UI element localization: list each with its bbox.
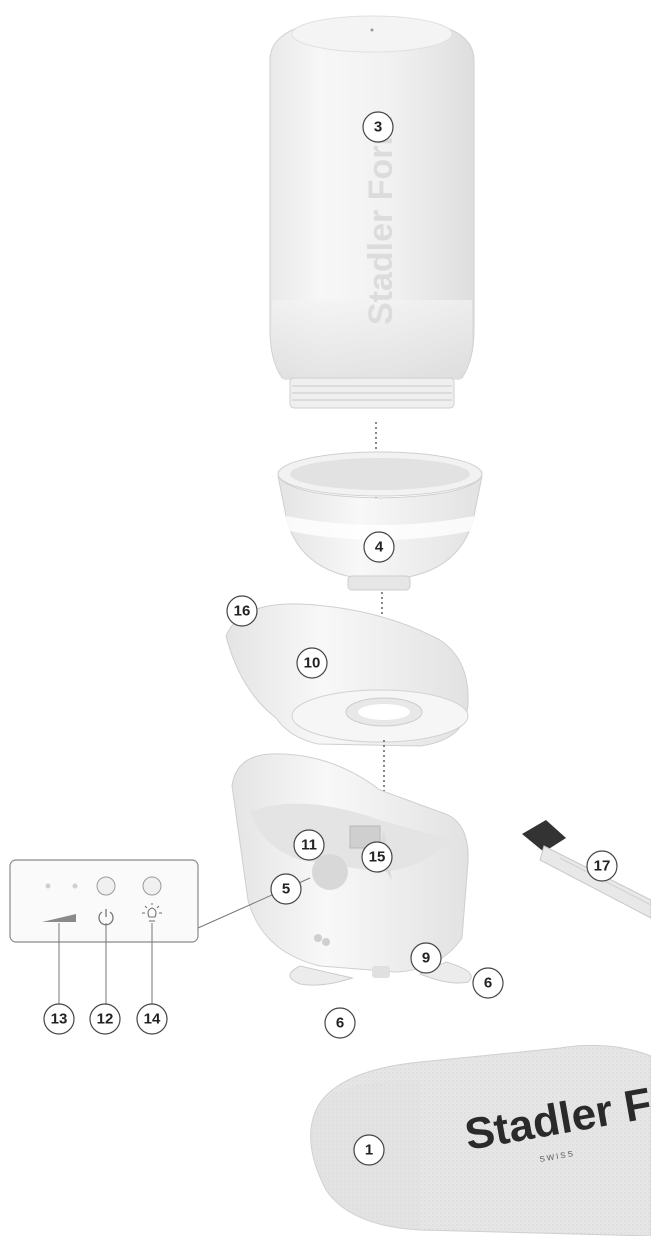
callout-label: 11 — [301, 837, 317, 854]
control-panel-frame — [10, 860, 198, 942]
callout-label: 5 — [282, 881, 290, 898]
cleaning-brush — [522, 820, 651, 918]
callout-15: 15 — [362, 842, 392, 872]
callout-14: 14 — [137, 1004, 167, 1034]
light-button[interactable] — [143, 877, 161, 895]
indicator-led-icon — [73, 884, 78, 889]
callout-label: 4 — [375, 539, 384, 556]
callout-label: 12 — [97, 1011, 114, 1028]
callout-label: 6 — [484, 975, 492, 992]
callout-label: 14 — [144, 1011, 161, 1028]
callout-label: 9 — [422, 950, 430, 967]
callout-9: 9 — [411, 943, 441, 973]
water-tank: Stadler Form — [270, 16, 474, 408]
callout-5: 5 — [271, 874, 301, 904]
mist-cover — [226, 604, 468, 746]
callout-3: 3 — [363, 112, 393, 142]
callout-label: 6 — [336, 1015, 344, 1032]
callout-11: 11 — [294, 830, 324, 860]
callout-16: 16 — [227, 596, 257, 626]
callout-13: 13 — [44, 1004, 74, 1034]
callout-6-right: 6 — [473, 968, 503, 998]
callout-10: 10 — [297, 648, 327, 678]
indicator-led-icon — [46, 884, 51, 889]
power-button[interactable] — [97, 877, 115, 895]
tank-valve-cup — [278, 452, 482, 590]
callout-1: 1 — [354, 1135, 384, 1165]
callout-label: 16 — [234, 603, 251, 620]
callout-label: 3 — [374, 119, 382, 136]
callout-label: 15 — [369, 849, 386, 866]
callout-12: 12 — [90, 1004, 120, 1034]
tank-brand-text: Stadler Form — [362, 115, 400, 325]
callout-label: 13 — [51, 1011, 68, 1028]
callout-6-left: 6 — [325, 1008, 355, 1038]
callout-label: 17 — [594, 858, 611, 875]
callout-17: 17 — [587, 851, 617, 881]
callout-label: 1 — [365, 1142, 373, 1159]
callout-label: 10 — [304, 655, 321, 672]
callout-4: 4 — [364, 532, 394, 562]
